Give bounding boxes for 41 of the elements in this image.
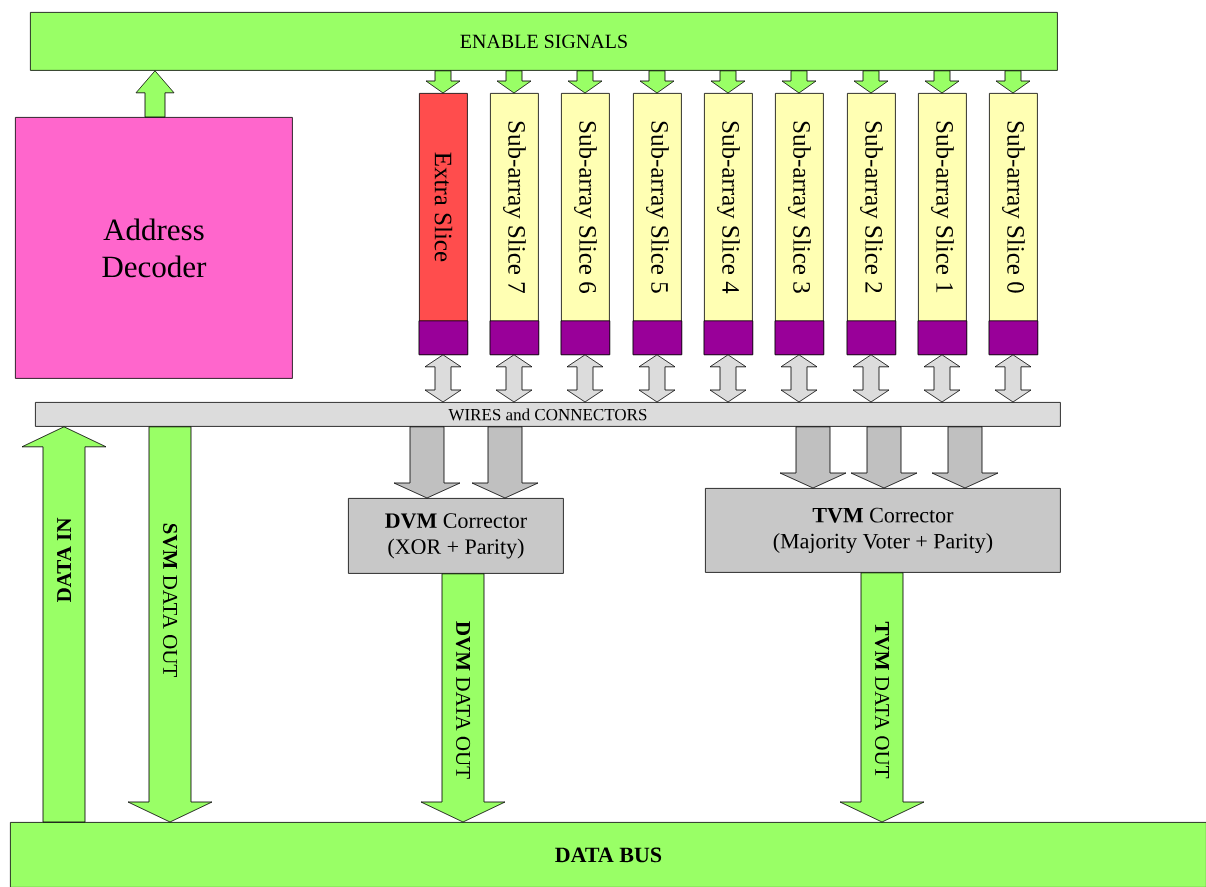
block-arrow [994,354,1032,403]
block-arrow [496,70,532,94]
block-arrow [710,70,746,94]
block-arrow [779,426,847,489]
block-arrow [135,70,175,118]
block-arrow [21,426,107,823]
block-arrow [471,426,539,499]
block-arrow [495,354,533,403]
slice-column: Sub-array Slice 4 [703,93,754,356]
block-arrow [424,354,462,403]
corrector-box: TVM Corrector (Majority Voter + Parity) [705,488,1061,573]
block-arrow [566,354,604,403]
bus-bar: ENABLE SIGNALS [30,12,1058,71]
block-arrow [850,426,918,489]
block-arrow [638,354,676,403]
slice-column: Sub-array Slice 5 [632,93,683,356]
decoder-block: Address Decoder [15,117,293,379]
slice-column: Sub-array Slice 1 [917,93,968,356]
block-arrow [425,70,461,94]
block-arrow [923,354,961,403]
edge-label: DATA IN [56,516,72,604]
block-arrow [393,426,461,499]
corrector-box: DVM Corrector (XOR + Parity) [348,498,564,574]
slice-column: Extra Slice [418,93,469,356]
block-arrow [567,70,603,94]
block-arrow [781,70,817,94]
block-arrow [709,354,747,403]
block-arrow [780,354,818,403]
slice-column: Sub-array Slice 0 [988,93,1039,356]
slice-column: Sub-array Slice 7 [489,93,540,356]
slice-column: Sub-array Slice 2 [846,93,897,356]
block-arrow [852,354,890,403]
slice-column: Sub-array Slice 6 [560,93,611,356]
bus-bar: WIRES and CONNECTORS [35,402,1061,427]
block-arrow [924,70,960,94]
block-arrow [995,70,1031,94]
block-arrow [853,70,889,94]
block-arrow [639,70,675,94]
block-arrow [931,426,999,489]
slice-column: Sub-array Slice 3 [774,93,825,356]
bus-bar: DATA BUS [10,822,1206,887]
